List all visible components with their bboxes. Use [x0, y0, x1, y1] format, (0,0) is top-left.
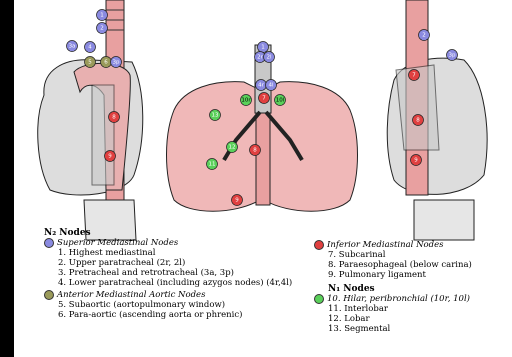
n2-header: N₂ Nodes: [44, 228, 292, 238]
svg-text:2r: 2r: [257, 54, 263, 60]
node-right-7: 7: [409, 70, 420, 81]
node-right-2: 2: [419, 30, 430, 41]
inferior-item-7: 7. Subcarinal: [314, 250, 472, 260]
node-center-4r: 4r: [256, 80, 267, 91]
svg-text:6: 6: [104, 59, 108, 65]
node-left-5: 5: [85, 57, 96, 68]
inferior-item-9: 9. Pulmonary ligament: [314, 270, 472, 280]
svg-text:1: 1: [261, 44, 265, 50]
legend-superior: N₂ Nodes Superior Mediastinal Nodes 1. H…: [44, 228, 292, 320]
right-lateral-view: [387, 0, 487, 240]
svg-text:13: 13: [212, 112, 219, 118]
svg-text:8: 8: [253, 147, 257, 153]
superior-item-3: 3. Pretracheal and retrotracheal (3a, 3p…: [44, 268, 292, 278]
svg-text:4r: 4r: [258, 82, 264, 88]
aortic-title: Anterior Mediastinal Aortic Nodes: [44, 290, 292, 300]
aortic-item-5: 5. Subaortic (aortopulmonary window): [44, 300, 292, 310]
svg-text:8: 8: [112, 114, 116, 120]
legend-inferior: Inferior Mediastinal Nodes 7. Subcarinal…: [314, 240, 472, 334]
svg-text:10r: 10r: [241, 97, 251, 103]
svg-text:9: 9: [108, 153, 112, 159]
svg-text:3p: 3p: [113, 59, 120, 65]
inferior-title: Inferior Mediastinal Nodes: [314, 240, 472, 250]
svg-text:2: 2: [422, 32, 426, 38]
node-left-9: 9: [105, 151, 116, 162]
node-center-4l: 4l: [266, 80, 277, 91]
aortic-item-6: 6. Para-aortic (ascending aorta or phren…: [44, 310, 292, 320]
node-center-12: 12: [227, 142, 238, 153]
node-center-9: 9: [232, 195, 243, 206]
node-center-8: 8: [250, 145, 261, 156]
superior-item-4: 4. Lower paratracheal (including azygos …: [44, 278, 292, 288]
svg-text:5: 5: [88, 59, 92, 65]
svg-text:2: 2: [100, 25, 104, 31]
n1-item-12: 12. Lobar: [314, 314, 472, 324]
n1-header: N₁ Nodes: [314, 284, 472, 294]
inferior-item-8: 8. Paraesophageal (below carina): [314, 260, 472, 270]
svg-text:7: 7: [262, 95, 266, 101]
n1-dot: [314, 294, 324, 304]
node-left-3a: 3a: [67, 41, 78, 52]
aortic-dot: [44, 290, 54, 300]
node-center-11: 11: [207, 159, 218, 170]
superior-dot: [44, 238, 54, 248]
svg-text:4l: 4l: [268, 82, 273, 88]
svg-text:2l: 2l: [266, 54, 271, 60]
svg-text:9: 9: [235, 197, 239, 203]
node-left-8: 8: [109, 112, 120, 123]
svg-text:12: 12: [229, 144, 236, 150]
node-left-1: 1: [97, 10, 108, 21]
svg-text:9: 9: [414, 157, 418, 163]
superior-title: Superior Mediastinal Nodes: [44, 238, 292, 248]
superior-item-2: 2. Upper paratracheal (2r, 2l): [44, 258, 292, 268]
node-left-3p: 3p: [111, 57, 122, 68]
node-right-9: 9: [411, 155, 422, 166]
node-center-1: 1: [258, 42, 269, 53]
svg-text:4: 4: [88, 44, 92, 50]
n1-item-10: 10. Hilar, peribronchial (10r, 10l): [314, 294, 472, 304]
n1-item-13: 13. Segmental: [314, 324, 472, 334]
node-right-3p: 3p: [447, 50, 458, 61]
svg-text:11: 11: [209, 161, 216, 167]
node-left-6: 6: [101, 57, 112, 68]
svg-text:1: 1: [100, 12, 104, 18]
svg-text:8: 8: [416, 117, 420, 123]
node-center-10r: 10r: [241, 95, 252, 106]
left-lateral-view: [38, 0, 143, 240]
superior-item-1: 1. Highest mediastinal: [44, 248, 292, 258]
svg-text:10l: 10l: [276, 97, 285, 103]
center-anterior-view: [167, 45, 358, 211]
node-center-2l: 2l: [264, 52, 275, 63]
node-center-7: 7: [259, 93, 270, 104]
node-left-4: 4: [85, 42, 96, 53]
node-center-13: 13: [210, 110, 221, 121]
svg-text:7: 7: [412, 72, 416, 78]
svg-text:3a: 3a: [69, 43, 76, 49]
node-left-2: 2: [97, 23, 108, 34]
n1-item-11: 11. Interlobar: [314, 304, 472, 314]
node-right-8: 8: [413, 115, 424, 126]
node-center-10l: 10l: [275, 95, 286, 106]
svg-text:3p: 3p: [449, 52, 456, 58]
inferior-dot: [314, 240, 324, 250]
